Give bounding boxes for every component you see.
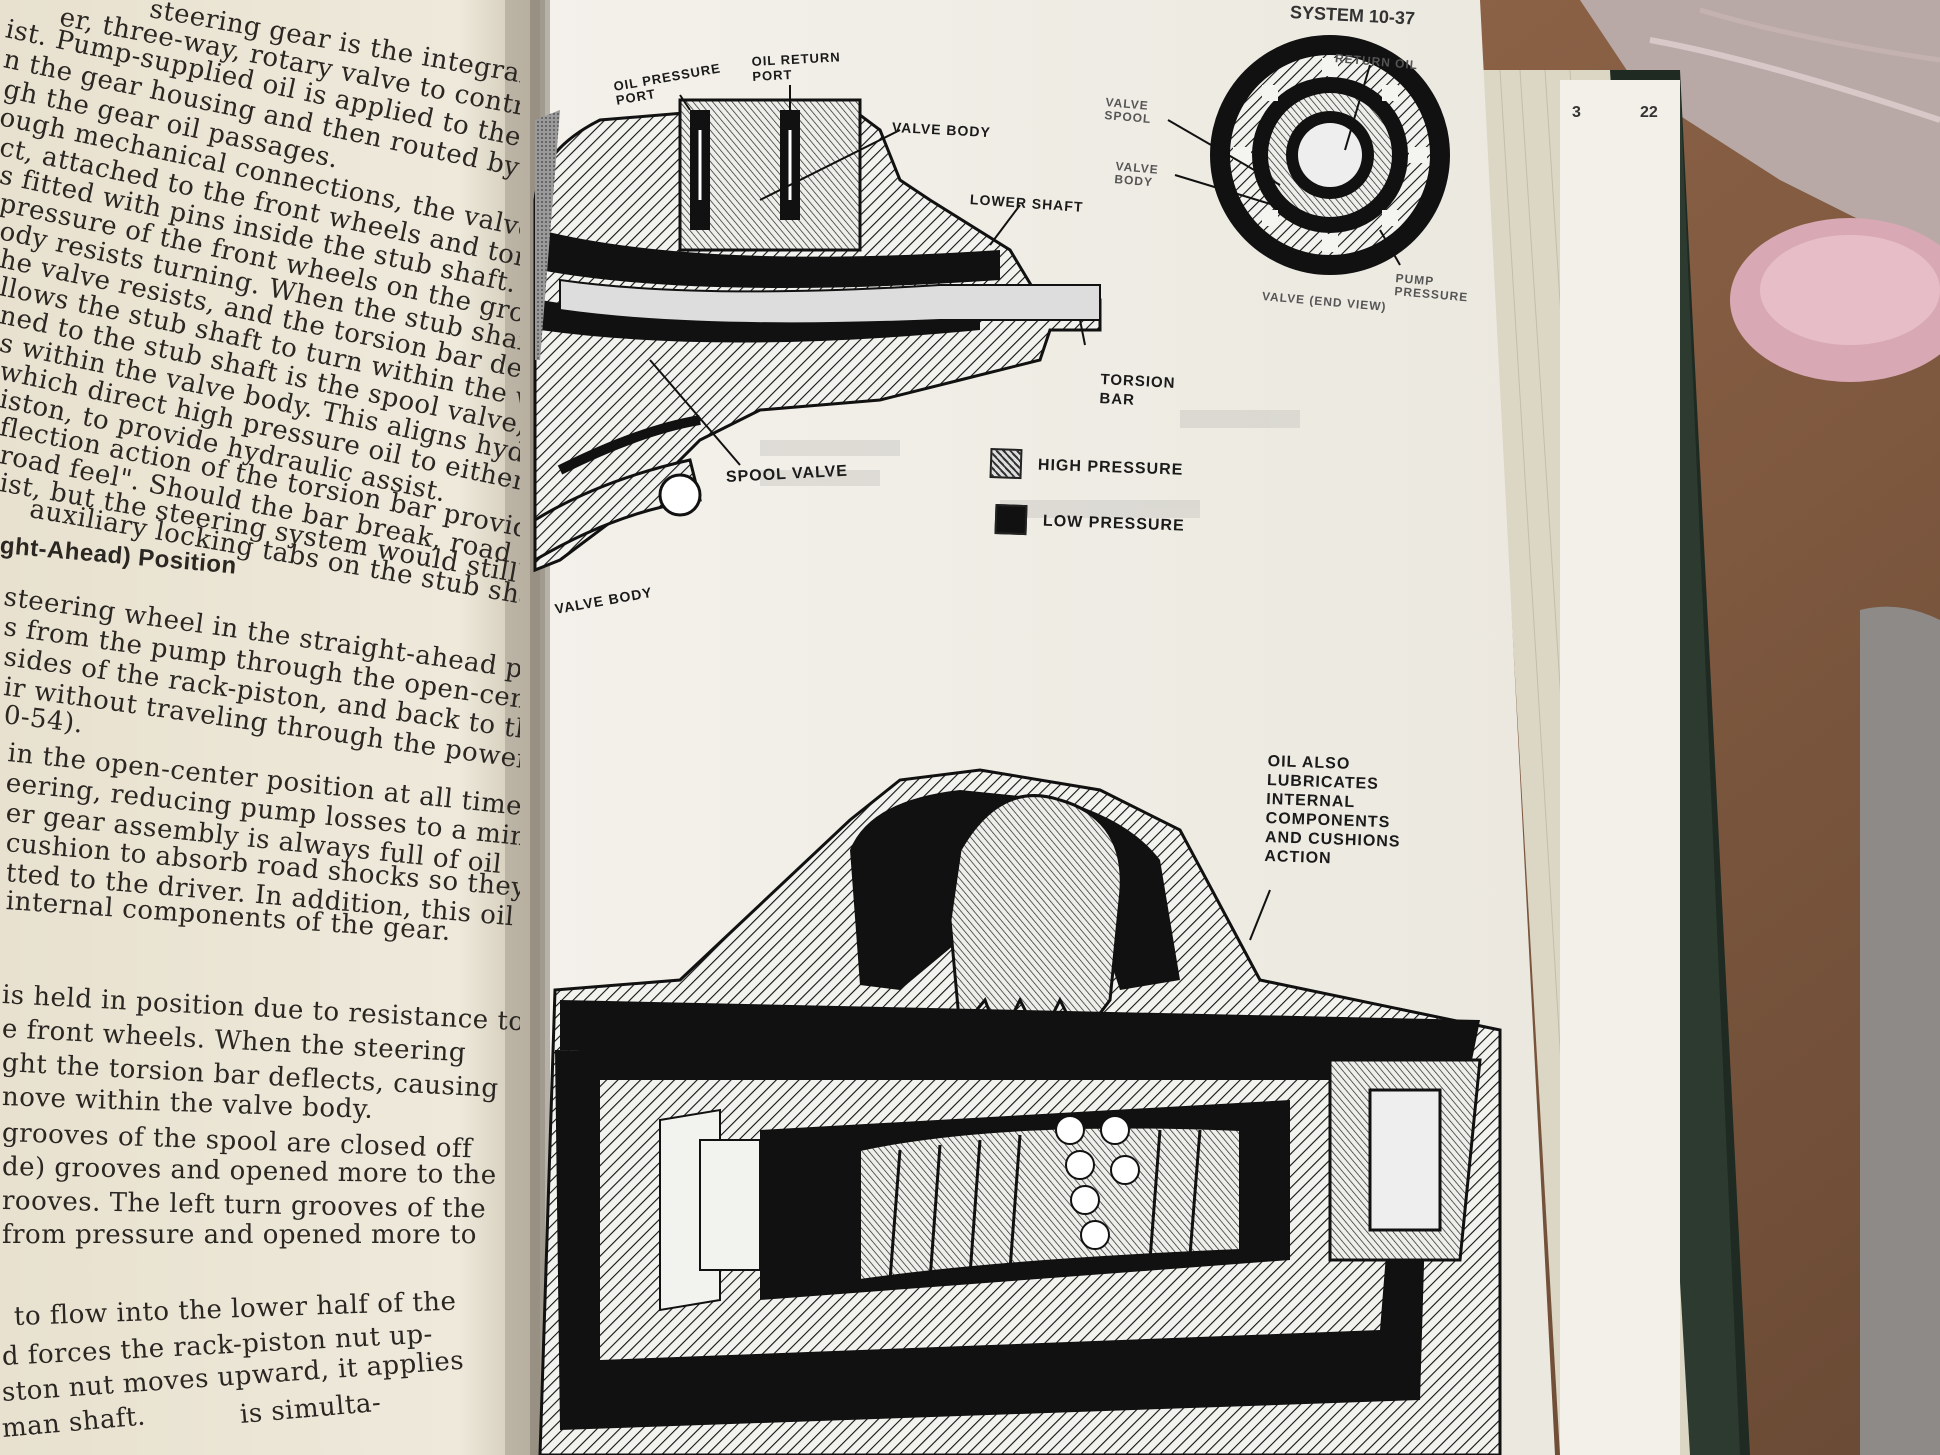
callout-oil-lubricates: OIL ALSO LUBRICATES INTERNAL COMPONENTS … bbox=[1264, 752, 1403, 871]
label-oil-return-port: OIL RETURN PORT bbox=[751, 49, 842, 84]
steering-gear-cross-section-drawing bbox=[538, 768, 1502, 1455]
text-line: man shaft. bbox=[0, 1401, 147, 1444]
valve-end-view-drawing bbox=[1167, 35, 1450, 275]
legend-low-label: LOW PRESSURE bbox=[1042, 512, 1185, 535]
label-valve-body-end: VALVE BODY bbox=[1113, 159, 1160, 190]
text-line: is simulta- bbox=[238, 1387, 383, 1430]
low-pressure-swatch bbox=[994, 504, 1028, 536]
label-torsion-bar: TORSION BAR bbox=[1099, 371, 1176, 409]
right-page-number-1: 3 bbox=[1572, 104, 1581, 121]
label-valve-spool: VALVE SPOOL bbox=[1103, 95, 1152, 127]
text-line: rooves. The left turn grooves of the bbox=[1, 1186, 487, 1225]
high-pressure-swatch bbox=[989, 448, 1023, 480]
valve-cross-section-drawing bbox=[533, 85, 1102, 573]
left-page-text: steering gear is the integral type er, t… bbox=[0, 0, 520, 1455]
text-line: from pressure and opened more to bbox=[2, 1220, 477, 1250]
legend-high-label: HIGH PRESSURE bbox=[1037, 456, 1184, 479]
right-page-number-2: 22 bbox=[1640, 104, 1658, 121]
